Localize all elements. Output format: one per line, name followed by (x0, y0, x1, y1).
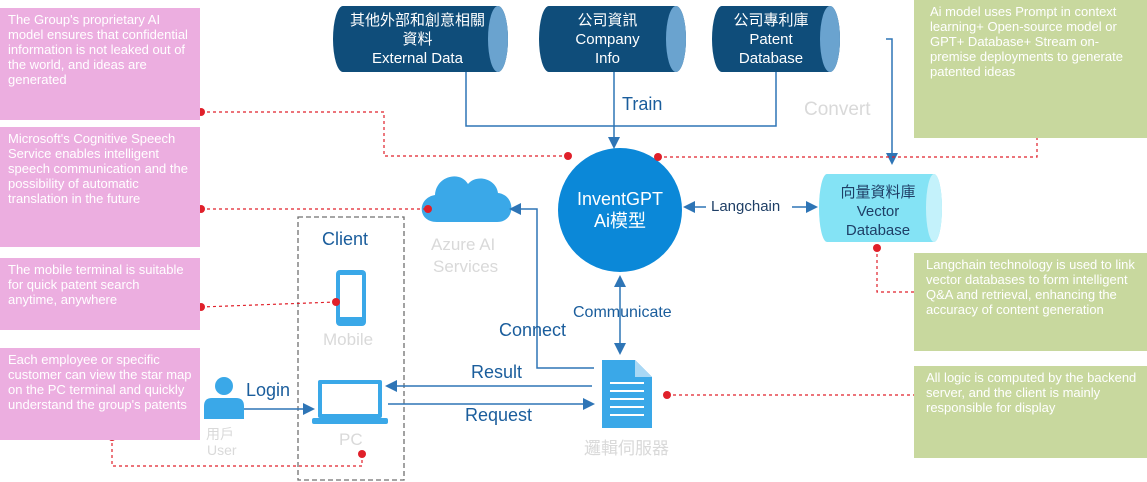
callout-dot (197, 108, 205, 116)
callout-dot (663, 391, 671, 399)
callout-dot (332, 298, 340, 306)
note-ai-model: Ai model uses Prompt in context learning… (914, 0, 1147, 138)
server-label: 邏輯伺服器 (584, 439, 669, 458)
inventgpt-model-circle (558, 148, 682, 272)
patent-database-en2: Database (738, 50, 804, 67)
note-speech-service: Microsoft's Cognitive Speech Service ena… (0, 127, 200, 247)
external-data-zh: 其他外部和創意相關資料 (349, 12, 485, 48)
user-label-en: User (207, 442, 237, 458)
vector-database-en2: Database (845, 222, 911, 239)
callout-dot (564, 152, 572, 160)
client-label: Client (322, 229, 369, 249)
vector-database-zh: 向量資料庫 (840, 184, 916, 201)
callout-dot (358, 450, 366, 458)
connect-label: Connect (499, 320, 567, 340)
company-info-en2: Info (594, 50, 621, 67)
vector-database-label: 向量資料庫 Vector Database (826, 183, 930, 240)
callout-dot (654, 153, 662, 161)
external-data-label: 其他外部和創意相關資料 External Data (345, 11, 490, 68)
client-box (297, 216, 405, 481)
model-subtitle: Ai模型 (593, 211, 646, 231)
langchain-label: Langchain (711, 198, 781, 215)
callout-dot (424, 205, 432, 213)
train-connector (465, 72, 777, 127)
azure-label-line2: Services (433, 257, 499, 276)
azure-label-line1: Azure AI (431, 235, 496, 254)
mobile-label: Mobile (323, 330, 374, 349)
connect-arrow (509, 203, 594, 369)
external-data-cylinder (333, 6, 508, 72)
mobile-icon (336, 270, 366, 326)
model-label: InventGPT Ai模型 (562, 188, 678, 232)
patent-database-zh: 公司專利庫 (733, 12, 809, 29)
company-info-en1: Company (575, 31, 640, 48)
user-label-zh: 用戶 (206, 426, 234, 442)
cloud-icon (421, 176, 512, 222)
model-name: InventGPT (576, 189, 664, 209)
note-mobile-terminal: The mobile terminal is suitable for quic… (0, 258, 200, 330)
patent-database-label: 公司專利庫 Patent Database (722, 11, 820, 68)
train-label: Train (622, 94, 663, 114)
patent-database-cylinder (712, 6, 840, 72)
request-label: Request (465, 405, 533, 425)
company-info-zh: 公司資訊 (577, 12, 638, 29)
user-icon (204, 377, 244, 419)
note-pc-terminal: Each employee or specific customer can v… (0, 348, 200, 440)
note-backend-server: All logic is computed by the backend ser… (914, 366, 1147, 458)
company-info-label: 公司資訊 Company Info (550, 11, 665, 68)
pc-label: PC (339, 430, 363, 449)
vector-database-cylinder (819, 174, 942, 242)
callout-dot (197, 303, 205, 311)
laptop-icon (312, 380, 388, 424)
callout-dot (873, 244, 881, 252)
callout-dot (197, 205, 205, 213)
note-private-ai: The Group's proprietary AI model ensures… (0, 8, 200, 120)
login-label: Login (246, 380, 291, 400)
result-label: Result (471, 362, 523, 382)
external-data-en: External Data (372, 50, 463, 67)
company-info-cylinder (539, 6, 686, 72)
communicate-label: Communicate (573, 304, 672, 321)
note-langchain: Langchain technology is used to link vec… (914, 253, 1147, 351)
convert-arrow (886, 38, 898, 165)
callout-lines (111, 111, 1038, 467)
patent-database-en1: Patent (749, 31, 793, 48)
convert-label: Convert (804, 99, 871, 120)
server-document-icon (602, 360, 652, 428)
vector-database-en1: Vector (856, 203, 900, 220)
